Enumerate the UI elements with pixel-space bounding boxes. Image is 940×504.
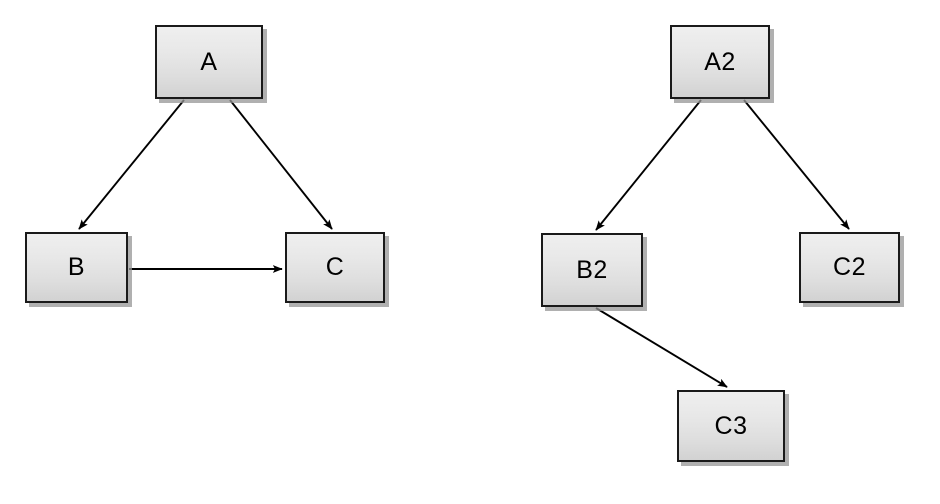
node-label-c3: C3	[714, 411, 748, 440]
edge-a-to-b	[78, 99, 185, 230]
node-c2[interactable]: C2	[799, 232, 900, 303]
edges-group	[78, 99, 850, 388]
node-a2[interactable]: A2	[670, 25, 770, 99]
edge-b2-to-c3	[595, 307, 728, 388]
node-b2[interactable]: B2	[541, 233, 643, 307]
node-c3[interactable]: C3	[677, 390, 785, 462]
node-label-c: C	[325, 253, 345, 281]
node-label-a2: A2	[704, 47, 736, 76]
node-label-b2: B2	[576, 255, 608, 284]
edge-a2-to-c2	[743, 99, 850, 230]
edge-a-to-c	[229, 99, 333, 230]
node-b[interactable]: B	[25, 232, 128, 303]
node-label-a: A	[200, 47, 218, 76]
node-label-c2: C2	[833, 253, 866, 281]
edge-a2-to-b2	[595, 99, 702, 231]
node-a[interactable]: A	[155, 25, 263, 99]
node-label-b: B	[67, 253, 86, 281]
node-c[interactable]: C	[285, 232, 385, 303]
